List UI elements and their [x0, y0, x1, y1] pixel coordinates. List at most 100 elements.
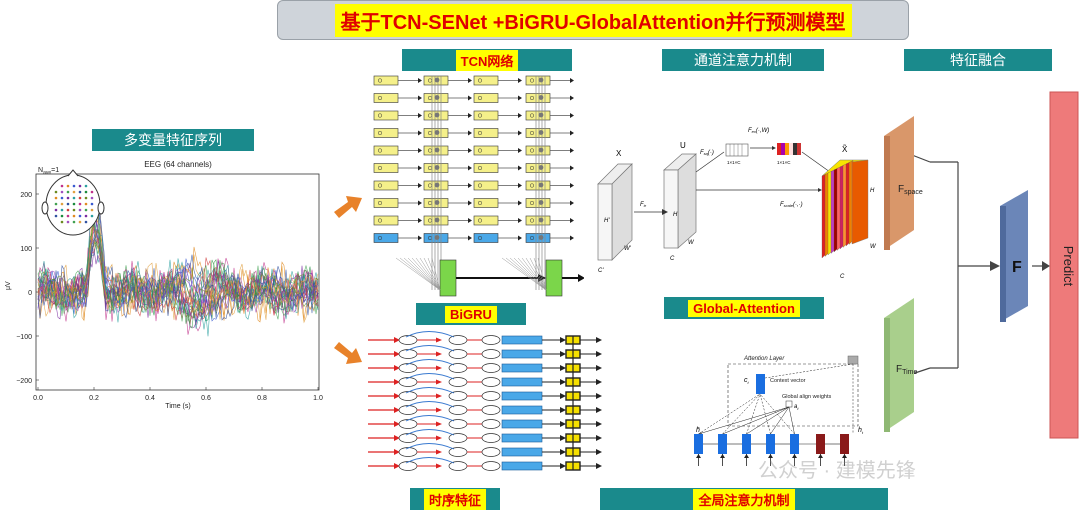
- tcn-unit: [525, 180, 551, 191]
- svg-text:H: H: [673, 212, 678, 218]
- eeg-traces: [37, 197, 319, 337]
- attention-state-block: [790, 434, 799, 454]
- u-cube: U H W C: [663, 141, 697, 262]
- tcn-unit: [473, 75, 499, 86]
- bigru-output: [501, 363, 543, 373]
- gru-cell: [398, 363, 418, 373]
- tcn-unit: [525, 145, 551, 156]
- svg-text:X̃: X̃: [842, 145, 848, 154]
- bigru-output: [501, 433, 543, 443]
- bigru-output: [501, 419, 543, 429]
- gru-cell: [448, 377, 468, 387]
- tcn-unit: [525, 110, 551, 121]
- f-block: F: [1000, 190, 1028, 322]
- attention-state-block: [840, 434, 849, 454]
- svg-text:1×1×C: 1×1×C: [727, 160, 741, 165]
- ct-label: ct: [744, 377, 750, 385]
- attention-state-block: [766, 434, 775, 454]
- gru-cell: [448, 447, 468, 457]
- attention-state-block: [742, 434, 751, 454]
- svg-text:W: W: [870, 244, 877, 250]
- tcn-unit: [473, 145, 499, 156]
- hs-label: h̄s: [696, 427, 702, 435]
- svg-text:C: C: [840, 274, 845, 280]
- tcn-unit: [373, 198, 399, 208]
- tcn-unit: [373, 93, 399, 103]
- squeeze-vector: 1×1×C: [725, 143, 749, 165]
- channel-attention-label: 通道注意力机制: [662, 49, 824, 71]
- tcn-residual-block: [439, 259, 457, 297]
- gru-cell: [448, 419, 468, 429]
- tcn-unit: [473, 93, 499, 103]
- attention-state-block: [694, 434, 703, 454]
- eeg-title: EEG (64 channels): [144, 160, 212, 169]
- tcn-unit: [373, 233, 399, 243]
- ftr-label: Ftr: [640, 202, 647, 208]
- eeg-ytick: −100: [16, 334, 32, 341]
- gru-cell: [448, 405, 468, 415]
- tcn-unit: [525, 198, 551, 208]
- tcn-residual-block: [545, 259, 563, 297]
- fex-label: Fex(·,W): [748, 128, 769, 134]
- orange-arrow-down-icon: [334, 342, 362, 364]
- gru-cell: [448, 335, 468, 345]
- title-banner: 基于TCN-SENet +BiGRU-GlobalAttention并行预测模型: [277, 0, 909, 40]
- ftime-block: FTime: [884, 298, 918, 432]
- page-title: 基于TCN-SENet +BiGRU-GlobalAttention并行预测模型: [334, 3, 852, 37]
- excitation-vector: 1×1×C: [777, 143, 801, 165]
- svg-text:C': C': [598, 268, 604, 274]
- gru-cell: [448, 433, 468, 443]
- se-block-diagram: X H' W' C' U H W C Ftr Fsq(·) 1×1×C Fex(…: [584, 72, 878, 287]
- tcn-label: TCN网络: [402, 49, 572, 71]
- eeg-xlabel: Time (s): [165, 403, 190, 410]
- bigru-label: BiGRU: [416, 303, 526, 325]
- global-attention-diagram: Attention Layer ct Context vector Global…: [694, 355, 864, 466]
- ht-label: ht: [858, 427, 864, 435]
- head-topomap-icon: [41, 169, 105, 236]
- svg-text:W: W: [688, 240, 695, 246]
- bigru-output: [501, 461, 543, 471]
- tcn-unit: [473, 198, 499, 208]
- tcn-unit: [473, 180, 499, 191]
- tcn-unit: [373, 163, 399, 173]
- gru-cell: [398, 433, 418, 443]
- gru-cell: [398, 391, 418, 401]
- tcn-unit: [373, 215, 399, 226]
- gru-cell: [398, 377, 418, 387]
- global-attention-cn-label: 全局注意力机制: [600, 488, 888, 510]
- eeg-xtick: 0.6: [201, 395, 211, 402]
- svg-text:F: F: [1012, 259, 1022, 276]
- fscale-label: Fscale(·,·): [780, 202, 803, 208]
- watermark: 公众号 · 建模先锋: [758, 460, 916, 482]
- fspace-block: Fspace: [884, 116, 923, 250]
- tcn-unit: [373, 180, 399, 191]
- bigru-output: [501, 335, 543, 345]
- feature-fusion-diagram: Fspace FTime F Predict: [884, 91, 1079, 439]
- eeg-xtick: 0.8: [257, 395, 267, 402]
- gru-cell: [398, 447, 418, 457]
- bigru-output: [501, 349, 543, 359]
- gru-cell: [398, 349, 418, 359]
- bigru-output: [501, 405, 543, 415]
- gru-cell: [398, 335, 418, 345]
- attention-layer-title: Attention Layer: [743, 356, 785, 362]
- temporal-feature-label: 时序特征: [410, 488, 500, 510]
- predict-block: Predict: [1049, 91, 1079, 439]
- tcn-unit: [473, 233, 499, 243]
- global-attention-label: Global-Attention: [664, 297, 824, 319]
- svg-text:H': H': [604, 218, 610, 224]
- orange-arrow-up-icon: [334, 196, 362, 218]
- tcn-unit: [525, 128, 551, 138]
- tcn-unit: [525, 75, 551, 86]
- gru-cell: [398, 461, 418, 471]
- tcn-network: [373, 75, 585, 297]
- bigru-output: [501, 447, 543, 457]
- context-vector-block: [756, 374, 765, 394]
- tcn-unit: [525, 233, 551, 243]
- svg-text:1×1×C: 1×1×C: [777, 160, 791, 165]
- svg-text:U: U: [680, 141, 686, 150]
- tcn-unit: [373, 110, 399, 121]
- at-label: at: [794, 404, 799, 411]
- eeg-ytick: 200: [20, 192, 32, 199]
